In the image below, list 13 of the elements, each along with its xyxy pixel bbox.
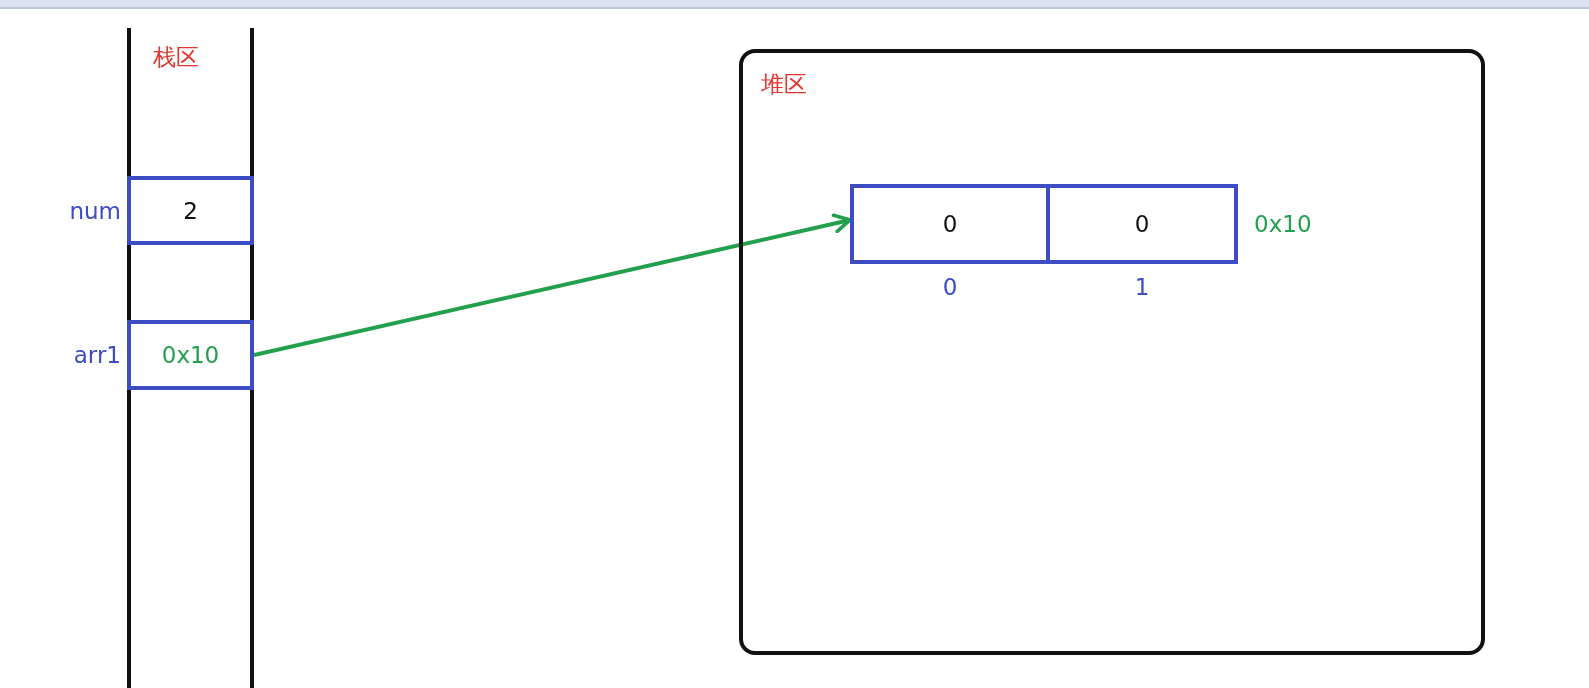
cell-value: 2 xyxy=(183,197,198,224)
cell-value: 0x10 xyxy=(161,341,220,369)
index-label: 0 xyxy=(942,274,958,301)
pointer-arrow xyxy=(253,213,852,357)
cell-value: 0 xyxy=(1134,210,1150,238)
heap-area-box xyxy=(739,49,1485,655)
index-label: 1 xyxy=(1134,274,1150,301)
cell-value: 0 xyxy=(942,210,958,238)
variable-name: num xyxy=(69,197,121,224)
address-label: 0x10 xyxy=(1254,210,1312,238)
area-title: 堆区 xyxy=(761,71,807,98)
variable-name: arr1 xyxy=(73,341,121,369)
area-title: 栈区 xyxy=(153,44,199,71)
